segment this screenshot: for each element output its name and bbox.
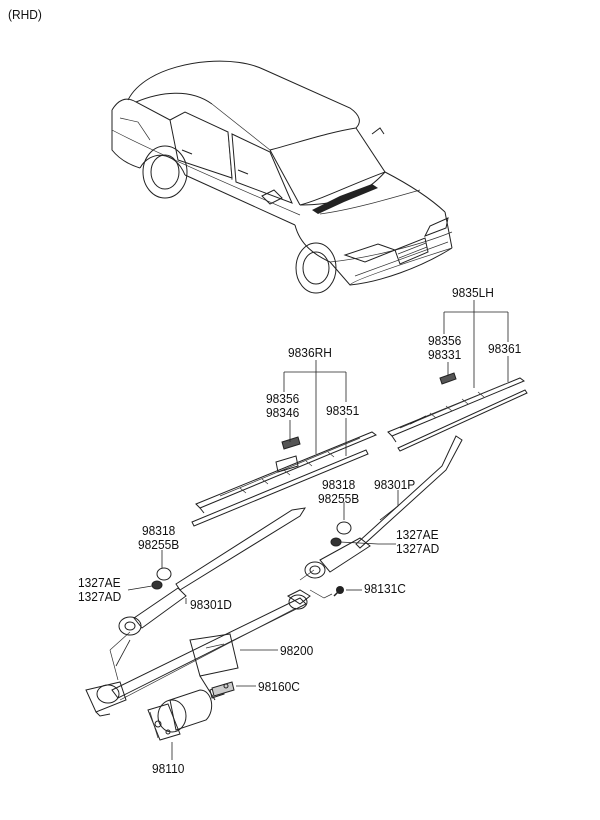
part-label-98331: 98331	[428, 347, 462, 362]
part-label-98351: 98351	[326, 403, 360, 418]
part-label-98131c: 98131C	[364, 581, 406, 596]
part-label-98160c: 98160C	[258, 679, 300, 694]
wiper-linkage	[85, 569, 315, 717]
wiper-arm-d	[118, 507, 307, 636]
part-label-98301p: 98301P	[374, 477, 416, 492]
part-label-9836rh: 9836RH	[288, 345, 332, 360]
part-label-98255b-right: 98255B	[318, 491, 360, 506]
part-label-98318-left: 98318	[142, 523, 176, 538]
part-label-1327ad-right: 1327AD	[396, 541, 440, 556]
part-label-98356-rh: 98356	[266, 391, 300, 406]
part-label-1327ae-right: 1327AE	[396, 527, 439, 542]
wiper-arm-p	[304, 435, 463, 579]
car-wiper-highlight	[312, 184, 378, 214]
part-label-98356-lh: 98356	[428, 333, 462, 348]
rh-wiper-blade-assembly	[191, 431, 378, 527]
part-label-98301d: 98301D	[190, 597, 232, 612]
lh-wiper-blade-assembly	[387, 372, 528, 452]
part-label-98200: 98200	[280, 643, 314, 658]
part-label-98318-right: 98318	[322, 477, 356, 492]
screw-98131c	[333, 586, 344, 597]
part-label-1327ad-left: 1327AD	[78, 589, 122, 604]
part-label-9835lh: 9835LH	[452, 285, 494, 300]
part-label-98346: 98346	[266, 405, 300, 420]
wiper-motor	[147, 685, 225, 741]
leader-lines	[115, 300, 509, 760]
part-label-98255b-left: 98255B	[138, 537, 180, 552]
part-label-98110: 98110	[152, 761, 185, 776]
part-label-98361: 98361	[488, 341, 522, 356]
car-illustration	[111, 60, 453, 294]
bolt-98160c	[211, 681, 235, 697]
part-label-1327ae-left: 1327AE	[78, 575, 121, 590]
rhd-variant-label: (RHD)	[8, 7, 42, 22]
